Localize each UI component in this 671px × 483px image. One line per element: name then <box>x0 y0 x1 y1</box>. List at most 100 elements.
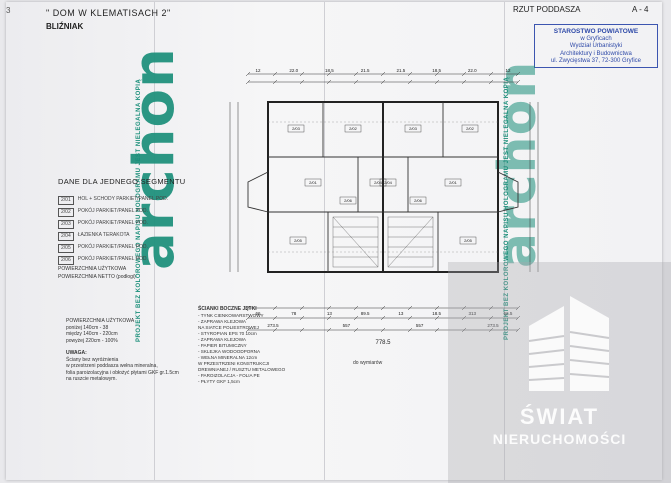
note-line: - PAPIER BITUMICZNY <box>198 343 247 348</box>
stairs <box>332 216 434 268</box>
buildings-logo-icon <box>528 296 610 391</box>
project-title: " DOM W KLEMATISACH 2" <box>46 8 171 18</box>
room-tag-label: 2/03 <box>409 126 418 131</box>
room-tag-label: 2/02 <box>349 126 358 131</box>
note-line: na ruszcie metalowym. <box>66 376 117 382</box>
net-area-label: POWIERZCHNIA NETTO (podłogi) <box>58 274 136 280</box>
room-tag-label: 2/04 <box>374 180 383 185</box>
room-tag-label: 2/05 <box>294 238 303 243</box>
sheet-fold <box>504 2 505 480</box>
page-mark: 3 <box>6 6 11 15</box>
north-note: do wymiarów <box>353 360 383 366</box>
room-tag-label: 2/06 <box>414 198 423 203</box>
dimension-label: 78 <box>291 311 297 316</box>
stamp-line: ul. Zwycięstwa 37, 72-300 Gryfice <box>550 58 642 64</box>
room-tag-label: 2/01 <box>449 180 458 185</box>
approval-stamp: STAROSTWO POWIATOWE w Gryficach Wydział … <box>534 24 658 68</box>
note-line: poniżej 140cm - 38 <box>66 324 109 331</box>
sheet-name: RZUT PODDASZA <box>513 5 581 14</box>
room-tag-label: 2/04 <box>384 180 393 185</box>
dimension-label: 18.5 <box>325 68 334 73</box>
sheet-fold <box>324 2 325 480</box>
dimension-label: 18.5 <box>432 311 441 316</box>
legend-title: ŚCIANKI BOCZNE JĘTKI <box>198 306 257 312</box>
dimension-label: 18.5 <box>432 68 441 73</box>
dimension-label: 13 <box>327 311 333 316</box>
room-description: POKÓJ PARKIET/PANEL POD. <box>77 256 148 262</box>
dimension-label: 21.5 <box>361 68 370 73</box>
note-line: - WEŁNA MINERALNA 12cm <box>198 355 258 360</box>
room-description: POKÓJ PARKIET/PANEL POD. <box>77 208 148 214</box>
note-line: - PŁYTY GKF 1,5cm <box>198 379 240 384</box>
room-code: 2/02 <box>58 208 74 217</box>
drawing-sheet <box>6 2 662 480</box>
stamp-line: STAROSTWO POWIATOWE <box>553 28 639 35</box>
uwaga-title: UWAGA: <box>66 350 87 356</box>
outer-walls <box>267 101 499 273</box>
room-code: 2/04 <box>58 232 74 241</box>
dimension-label: 13 <box>398 311 404 316</box>
room-tag: 2/05 <box>459 236 477 245</box>
inner-walls <box>247 102 519 272</box>
room-code: 2/01 <box>58 196 74 205</box>
room-tag: 2/04 <box>369 178 387 187</box>
room-tag: 2/05 <box>289 236 307 245</box>
stamp-line: Wydział Urbanistyki <box>569 43 623 49</box>
room-tag: 2/06 <box>339 196 357 205</box>
room-tag-label: 2/05 <box>464 238 473 243</box>
dimension-label: 21.5 <box>396 68 405 73</box>
sheet-fold <box>154 2 155 480</box>
data-section-title: DANE DLA JEDNEGO SEGMENTU <box>58 177 186 186</box>
room-tag: 2/01 <box>304 178 322 187</box>
dimension-label: 89.5 <box>361 311 370 316</box>
dimension-label: 557 <box>416 323 424 328</box>
room-tag: 2/02 <box>344 124 362 133</box>
room-tag-label: 2/06 <box>344 198 353 203</box>
dimension-label: 66.5 <box>504 311 513 316</box>
note-line: NA SIATCE POLIESTROWEJ <box>198 325 259 330</box>
note-line: - SKLEJKA WODOODPORNA <box>198 349 261 354</box>
dimension-label: 22.0 <box>289 68 298 73</box>
sheet-number: A - 4 <box>632 5 649 14</box>
note-line: - STYROPIAN EPS 70 10cm <box>198 331 257 336</box>
note-line: POWIERZCHNIA UŻYTKOWA <box>66 318 135 324</box>
note-line: - ZAPRAWA KLEJOWA <box>198 337 246 342</box>
dimension-label: 273.5 <box>487 323 499 328</box>
project-subtitle: BLIŹNIAK <box>46 22 84 31</box>
dimension-label: 313 <box>469 311 477 316</box>
note-line: - ZAPRAWA KLEJOWA <box>198 319 246 324</box>
room-tag: 2/03 <box>404 124 422 133</box>
stamp-line: Architektury i Budownictwa <box>560 50 632 57</box>
room-description: POKÓJ PARKIET/PANEL POD. <box>77 220 148 226</box>
overall-dimension: 778.5 <box>375 340 391 346</box>
room-description: HOL + SCHODY PARKIET/PANEL POD. <box>77 196 169 202</box>
room-description: ŁAZIENKA TERAKOTA <box>77 232 130 238</box>
room-tag-label: 2/03 <box>292 126 301 131</box>
dimension-label: 12 <box>505 68 511 73</box>
room-code: 2/03 <box>58 220 74 229</box>
room-tag: 2/04 <box>379 178 397 187</box>
watermark-word: NIERUCHOMOŚCI <box>492 431 627 447</box>
dimension-label: 22.0 <box>468 68 477 73</box>
note-line: DREWNIANEJ / RUSZTU METALOWEGO <box>198 367 286 372</box>
stamp-line: w Gryficach <box>580 35 612 42</box>
dimension-lines <box>229 71 539 333</box>
note-line: w przestrzeni poddasza wełna mineralna, <box>66 363 158 369</box>
room-code: 2/06 <box>58 256 74 265</box>
wall-layers-legend: - TYNK CIENKOWARSTWOWY- ZAPRAWA KLEJOWA … <box>198 313 285 385</box>
room-tag: 2/02 <box>461 124 479 133</box>
watermark-word: ŚWIAT <box>519 404 600 429</box>
note-line: Ściany bez wyróżnienia <box>66 356 119 363</box>
